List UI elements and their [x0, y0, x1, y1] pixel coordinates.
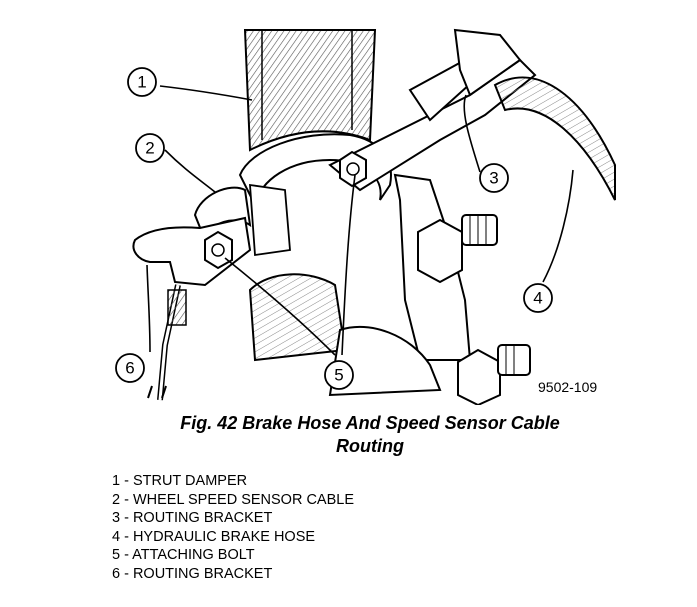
brake-line-fitting-lower	[457, 344, 531, 405]
attaching-bolt-lower	[204, 230, 233, 270]
wheel-speed-sensor-cable	[157, 284, 187, 401]
callout-5: 5	[324, 360, 354, 390]
legend-item: 3 - ROUTING BRACKET	[112, 510, 273, 527]
break-marks	[147, 385, 167, 399]
caption-line-1: Fig. 42 Brake Hose And Speed Sensor Cabl…	[180, 413, 560, 433]
callout-4: 4	[523, 283, 553, 313]
figure-id: 9502-109	[538, 379, 597, 395]
caption-line-2: Routing	[336, 436, 404, 456]
svg-text:4: 4	[533, 289, 542, 308]
figure-caption: Fig. 42 Brake Hose And Speed Sensor Cabl…	[90, 412, 650, 458]
callout-1: 1	[127, 67, 157, 97]
legend-item: 5 - ATTACHING BOLT	[112, 547, 255, 564]
legend-item: 2 - WHEEL SPEED SENSOR CABLE	[112, 491, 355, 508]
brake-line-fitting-upper	[417, 214, 498, 284]
legend-item: 6 - ROUTING BRACKET	[112, 565, 273, 582]
leader-lines	[146, 85, 574, 356]
legend-item: 4 - HYDRAULIC BRAKE HOSE	[112, 528, 316, 545]
brake-hose-routing-illustration: 1 2 3 4 5 6 9502-109	[115, 28, 616, 405]
svg-text:6: 6	[125, 359, 134, 378]
svg-text:5: 5	[334, 366, 343, 385]
callout-2: 2	[135, 133, 165, 163]
callout-3: 3	[479, 163, 509, 193]
svg-text:3: 3	[489, 169, 498, 188]
svg-text:2: 2	[145, 139, 154, 158]
strut-damper	[243, 29, 377, 152]
hydraulic-brake-hose	[493, 76, 616, 201]
attaching-bolt-upper	[339, 150, 367, 188]
legend-item: 1 - STRUT DAMPER	[112, 473, 248, 489]
svg-text:1: 1	[137, 73, 146, 92]
callout-6: 6	[115, 353, 145, 383]
parts-legend: 1 - STRUT DAMPER 2 - WHEEL SPEED SENSOR …	[112, 472, 354, 584]
